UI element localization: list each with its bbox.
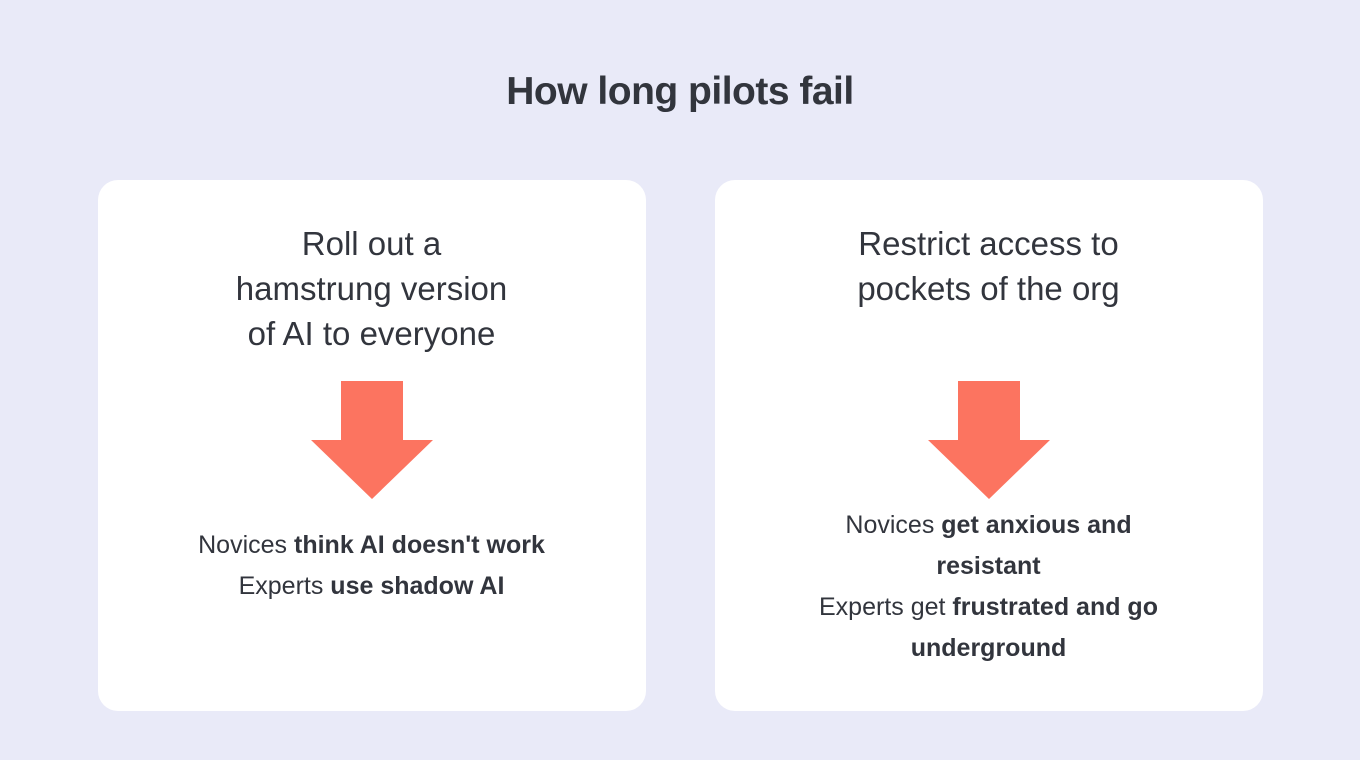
page-title: How long pilots fail (506, 70, 854, 113)
card-restrict-access: Restrict access to pockets of the org No… (714, 180, 1263, 711)
cards-row: Roll out a hamstrung version of AI to ev… (0, 180, 1360, 711)
card-heading: Restrict access to pockets of the org (857, 225, 1120, 307)
down-arrow-icon (927, 381, 1050, 499)
card-caption: Novices get anxious and resistant Expert… (819, 511, 1158, 662)
card-heading: Roll out a hamstrung version of AI to ev… (235, 225, 508, 352)
down-arrow-shape (927, 381, 1050, 499)
card-rollout-hamstrung-ai: Roll out a hamstrung version of AI to ev… (97, 180, 646, 711)
card-caption: Novices think AI doesn't work Experts us… (198, 531, 545, 600)
down-arrow-icon (310, 381, 433, 499)
down-arrow-shape (310, 381, 433, 499)
